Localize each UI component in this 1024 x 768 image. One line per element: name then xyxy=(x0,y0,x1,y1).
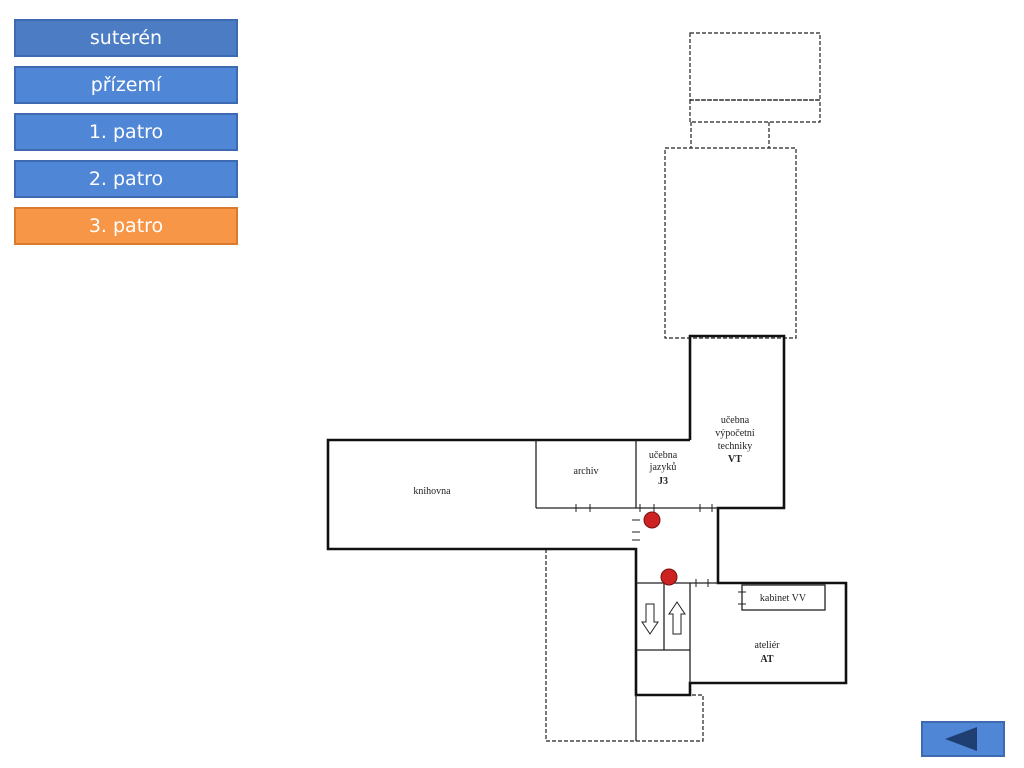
floor-button-1-patro[interactable]: 1. patro xyxy=(14,113,238,151)
stairs-down-icon xyxy=(641,603,659,635)
floor-menu: suterén přízemí 1. patro 2. patro 3. pat… xyxy=(14,19,238,254)
room-label-language-line1: učebna xyxy=(649,450,678,461)
floor-button-prizemi[interactable]: přízemí xyxy=(14,66,238,104)
room-code-language: J3 xyxy=(658,476,668,487)
room-label-computer-line3: techniky xyxy=(718,441,752,452)
left-triangle-icon xyxy=(945,727,977,751)
room-label-computer-line1: učebna xyxy=(721,415,750,426)
floor-button-3-patro[interactable]: 3. patro xyxy=(14,207,238,245)
main-walls xyxy=(326,334,848,697)
floor-button-2-patro[interactable]: 2. patro xyxy=(14,160,238,198)
room-label-cabinet: kabinet VV xyxy=(760,593,807,604)
room-label-library: knihovna xyxy=(413,486,451,497)
room-code-studio: AT xyxy=(760,654,773,665)
room-code-computer: VT xyxy=(728,454,742,465)
room-label-computer-line2: výpočetní xyxy=(715,428,755,439)
location-marker[interactable] xyxy=(660,568,678,586)
stairs-up-icon xyxy=(668,601,686,635)
room-label-archive: archiv xyxy=(574,466,599,477)
inner-walls xyxy=(535,440,826,741)
back-button[interactable] xyxy=(921,721,1005,757)
dashed-outlines xyxy=(545,32,821,742)
location-marker[interactable] xyxy=(643,511,661,529)
floor-button-suteren[interactable]: suterén xyxy=(14,19,238,57)
door-marks xyxy=(575,504,746,605)
room-label-language-line2: jazyků xyxy=(649,462,677,473)
room-label-studio: ateliér xyxy=(755,640,781,651)
